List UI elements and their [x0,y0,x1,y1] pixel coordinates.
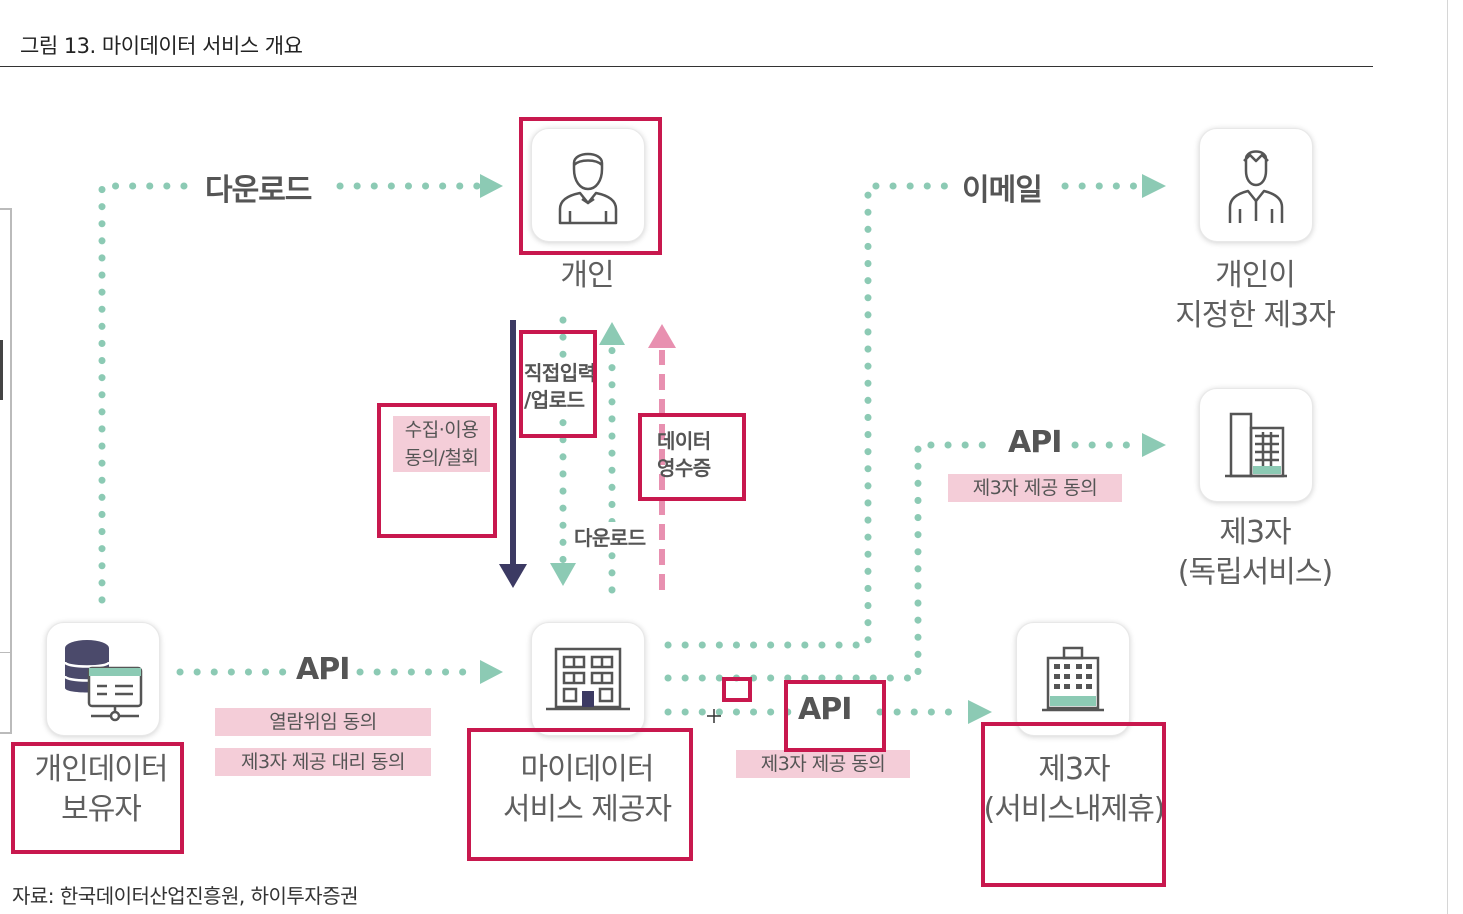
highlight-box-collect-consent [377,403,497,538]
arrowhead-download-top [480,174,503,198]
highlight-box-data-holder [11,742,184,854]
highlight-box-affiliated [981,722,1166,887]
data-holder-tile [46,622,160,736]
node-service-provider-label: 마이데이터 서비스 제공자 [502,752,672,827]
tag-third-party-proxy: 제3자 제공 대리 동의 [215,748,431,776]
figure-caption: 그림 13. 마이데이터 서비스 개요 [20,34,303,58]
flow-direct-input-label: 직접입력 /업로드 [524,360,604,414]
flow-api-bottom-label: API [798,692,852,727]
arrowhead-collect-consent [499,564,527,588]
side-panel-edge [0,208,12,734]
affiliated-third-party-tile [1016,622,1130,736]
highlight-box-direct-input [519,330,597,438]
highlight-box-service-provider [467,728,693,861]
person-outline-icon [1228,150,1284,223]
arrowhead-data-receipt [648,324,676,348]
apartment-building-icon [1042,646,1104,712]
person-icon [558,152,618,225]
company-building-icon [546,647,630,711]
arrowhead-download-mid [550,563,576,586]
node-data-holder-label: 개인데이터 보유자 [34,752,169,827]
service-provider-tile [531,622,645,736]
flow-email-label: 이메일 [962,173,1043,208]
database-server-icon [63,640,143,722]
highlight-box-data-receipt [638,413,746,501]
tag-browse-delegation: 열람위임 동의 [215,708,431,736]
flow-download-top [98,182,199,604]
node-individual-label: 개인 [560,258,614,293]
cursor-cross [707,709,721,723]
independent-third-party-tile [1199,388,1313,502]
individual-tile [531,128,645,242]
designated-third-party-tile [1199,128,1313,242]
node-independent-third-party-label: 제3자 (독립서비스) [1177,515,1333,590]
flow-data-receipt-label: 데이터 영수증 [657,429,711,480]
arrowhead-api-left [480,660,503,684]
flow-download-mid-label: 다운로드 [574,522,646,551]
office-building-icon [1225,412,1287,478]
arrowhead-api-right [1142,433,1166,457]
node-affiliated-third-party-label: 제3자 (서비스내제휴) [983,752,1165,827]
flow-api-right-label: API [1008,425,1062,460]
side-panel-marker [0,340,3,400]
highlight-box-individual [519,117,662,255]
node-designated-third-party-label: 개인이 지정한 제3자 [1175,258,1336,333]
flow-email-vertical [664,182,949,649]
figure-source: 자료: 한국데이터산업진흥원, 하이투자증권 [12,884,359,908]
caption-divider [0,66,1373,67]
arrowhead-email [1142,174,1166,198]
highlight-box-api-bottom [784,680,886,752]
flow-collect-consent-tag: 수집·이용 동의/철회 [393,416,490,472]
arrowhead-api-bottom [968,700,992,724]
page-edge [1447,0,1448,914]
tag-third-party-bottom: 제3자 제공 동의 [736,750,910,778]
tag-third-party-right: 제3자 제공 동의 [948,474,1122,502]
flow-api-left-label: API [296,652,350,687]
flow-download-top-label: 다운로드 [205,173,312,208]
arrowhead-direct-input [599,322,625,345]
side-panel-divider [0,652,12,653]
highlight-box-small [722,677,752,702]
